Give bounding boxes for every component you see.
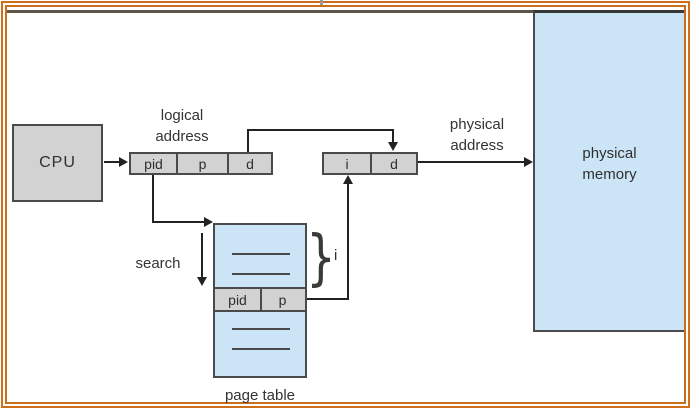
- page-table-entry-line: [232, 348, 290, 350]
- physical-address-register: i d: [322, 152, 418, 175]
- cropped-text-tick: [320, 0, 323, 5]
- cpu-label: CPU: [39, 154, 76, 171]
- page-table-entry-line: [232, 253, 290, 255]
- register-cell-i: i: [324, 154, 370, 173]
- register-cell-p: p: [176, 154, 227, 173]
- physical-address-label: physical address: [425, 114, 529, 156]
- logical-address-label: logical address: [130, 105, 234, 147]
- arrow-row-to-i-span: [307, 298, 349, 300]
- page-table-entry-line: [232, 328, 290, 330]
- page-table-entry-line: [232, 273, 290, 275]
- physical-memory-line2: memory: [582, 166, 637, 183]
- arrow-cpu-to-register-line: [104, 161, 121, 163]
- arrow-pid-to-table-drop: [152, 175, 154, 223]
- top-rule: [7, 10, 684, 13]
- physical-memory-label: physical memory: [535, 143, 684, 185]
- arrow-d-to-d-drop: [392, 129, 394, 144]
- page-table-label: page table: [224, 387, 296, 404]
- page-table-match-row: pid p: [215, 287, 305, 312]
- search-arrow-line: [201, 233, 203, 279]
- physical-address-line1: physical: [449, 116, 505, 133]
- index-label: i: [334, 247, 338, 264]
- index-brace: }: [306, 221, 336, 293]
- search-arrowhead: [197, 277, 207, 286]
- cpu-box: CPU: [12, 124, 103, 202]
- arrow-d-to-d-span: [247, 129, 394, 131]
- page-table-cell-p: p: [260, 289, 303, 310]
- register-cell-pid: pid: [131, 154, 176, 173]
- register-cell-d: d: [227, 154, 271, 173]
- arrow-register-to-memory-head: [524, 157, 533, 167]
- arrow-register-to-memory-line: [418, 161, 526, 163]
- search-label: search: [135, 255, 181, 272]
- logical-address-line1: logical: [160, 107, 204, 124]
- physical-address-line2: address: [450, 137, 504, 154]
- arrow-cpu-to-register-head: [119, 157, 128, 167]
- arrow-d-to-d-head: [388, 142, 398, 151]
- arrow-pid-to-table-span: [152, 221, 204, 223]
- logical-address-line2: address: [155, 128, 209, 145]
- page-table-box: pid p: [213, 223, 307, 378]
- arrow-row-to-i-riser: [347, 183, 349, 300]
- physical-memory-box: physical memory: [533, 10, 684, 332]
- arrow-pid-to-table-head: [204, 217, 213, 227]
- register-cell-d2: d: [370, 154, 416, 173]
- arrow-d-to-d-riser: [247, 129, 249, 152]
- page-table-cell-pid: pid: [215, 289, 260, 310]
- arrow-row-to-i-head: [343, 175, 353, 184]
- logical-address-register: pid p d: [129, 152, 273, 175]
- physical-memory-line1: physical: [582, 145, 637, 162]
